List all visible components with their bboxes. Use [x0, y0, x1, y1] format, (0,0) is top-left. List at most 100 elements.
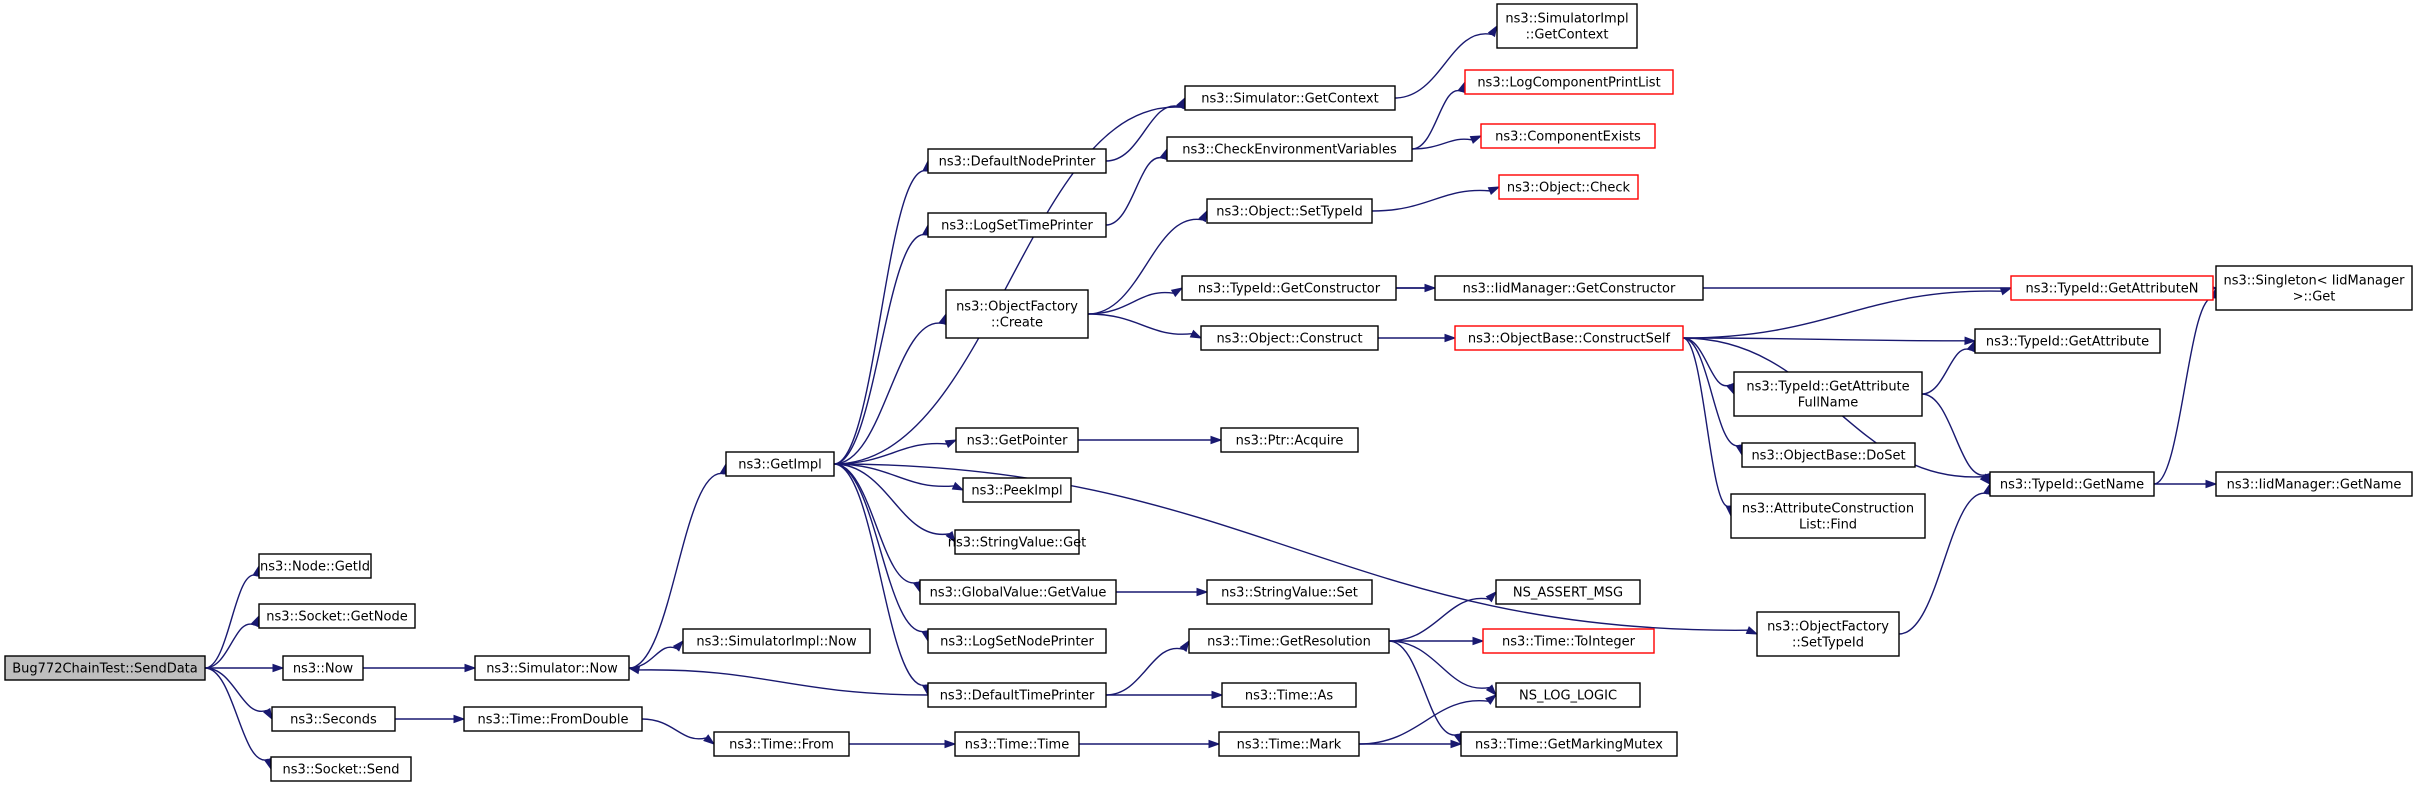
node-label: ns3::DefaultNodePrinter: [939, 155, 1096, 170]
arrow-head-icon: [1450, 739, 1463, 749]
edge-root-to-seconds: [204, 667, 273, 721]
node-label: ns3::SimulatorImpl: [1505, 12, 1628, 27]
edge-line: [833, 170, 927, 465]
node-simGetContext[interactable]: ns3::Simulator::GetContext: [1184, 85, 1396, 111]
node-objFactoryCreate[interactable]: ns3::ObjectFactory::Create: [945, 289, 1089, 339]
node-box: [682, 628, 871, 654]
node-objBaseConstructSelf[interactable]: ns3::ObjectBase::ConstructSelf: [1454, 325, 1684, 351]
edge-line: [1411, 89, 1462, 150]
node-box: [270, 756, 412, 782]
node-getImpl[interactable]: ns3::GetImpl: [725, 451, 835, 477]
arrow-head-icon: [1485, 684, 1498, 697]
node-box: [1206, 198, 1373, 224]
node-defaultNodePrinter[interactable]: ns3::DefaultNodePrinter: [927, 148, 1107, 174]
node-socketGetNode[interactable]: ns3::Socket::GetNode: [258, 603, 416, 629]
node-root[interactable]: Bug772ChainTest::SendData: [4, 655, 206, 681]
node-label: ns3::Object::SetTypeId: [1216, 205, 1362, 220]
node-objFactorySetTypeId[interactable]: ns3::ObjectFactory::SetTypeId: [1756, 611, 1900, 657]
node-label: ns3::Time::ToInteger: [1502, 635, 1636, 650]
node-objSetTypeId[interactable]: ns3::Object::SetTypeId: [1206, 198, 1373, 224]
node-label: ns3::Seconds: [290, 713, 377, 728]
edge-line: [638, 669, 929, 696]
node-simNow[interactable]: ns3::Simulator::Now: [474, 655, 630, 681]
node-globalValueGetValue[interactable]: ns3::GlobalValue::GetValue: [919, 579, 1117, 605]
node-iidMgrGetName[interactable]: ns3::IidManager::GetName: [2215, 471, 2413, 497]
node-label: ns3::TypeId::GetName: [2000, 478, 2144, 493]
node-componentExists[interactable]: ns3::ComponentExists: [1480, 123, 1656, 149]
node-timeGetMarkingMutex[interactable]: ns3::Time::GetMarkingMutex: [1460, 731, 1678, 757]
edge-globalValueGetValue-to-stringValueSet: [1116, 587, 1209, 597]
node-nodeGetId[interactable]: ns3::Node::GetId: [258, 553, 372, 579]
node-nsAssertMsg[interactable]: NS_ASSERT_MSG: [1495, 579, 1641, 605]
node-timeMark[interactable]: ns3::Time::Mark: [1218, 731, 1360, 757]
edge-typeIdGetName-to-iidMgrGetName: [2153, 479, 2218, 489]
edge-line: [628, 646, 677, 669]
node-socketSend[interactable]: ns3::Socket::Send: [270, 756, 412, 782]
node-stringValueSet[interactable]: ns3::StringValue::Set: [1206, 579, 1373, 605]
edge-line: [1682, 337, 1741, 447]
node-peekImpl[interactable]: ns3::PeekImpl: [962, 477, 1072, 503]
node-seconds[interactable]: ns3::Seconds: [271, 706, 396, 732]
edge-line: [1087, 291, 1174, 315]
node-label: ns3::Node::GetId: [260, 560, 370, 575]
node-logSetTimePrinter[interactable]: ns3::LogSetTimePrinter: [927, 212, 1107, 238]
node-box: [4, 655, 206, 681]
node-defaultTimePrinter[interactable]: ns3::DefaultTimePrinter: [927, 682, 1107, 708]
node-label: ns3::ObjectFactory: [956, 300, 1078, 315]
node-typeIdGetName[interactable]: ns3::TypeId::GetName: [1989, 471, 2155, 497]
node-label: ::GetContext: [1526, 28, 1609, 43]
node-checkEnvVars[interactable]: ns3::CheckEnvironmentVariables: [1166, 136, 1413, 162]
node-simImplNow[interactable]: ns3::SimulatorImpl::Now: [682, 628, 871, 654]
node-typeIdGetConstructor[interactable]: ns3::TypeId::GetConstructor: [1181, 275, 1397, 301]
edge-line: [1371, 189, 1490, 212]
edge-line: [833, 322, 943, 465]
edge-timeFrom-to-timeTime: [849, 739, 957, 749]
node-box: [725, 451, 835, 477]
node-singletonGet[interactable]: ns3::Singleton< IidManager >::Get: [2215, 265, 2413, 311]
edge-line: [1682, 337, 1731, 507]
node-label: ns3::LogComponentPrintList: [1477, 76, 1660, 91]
edge-line: [1087, 313, 1193, 335]
node-timeTime[interactable]: ns3::Time::Time: [954, 731, 1080, 757]
node-logSetNodePrinter[interactable]: ns3::LogSetNodePrinter: [927, 628, 1107, 654]
node-label: ns3::Simulator::Now: [486, 662, 618, 677]
node-label: ns3::Singleton< IidManager: [2223, 274, 2405, 289]
node-getPointer[interactable]: ns3::GetPointer: [955, 427, 1079, 453]
edge-getImpl-to-getPointer: [833, 439, 958, 465]
edge-timeGetResolution-to-nsAssertMsg: [1388, 590, 1498, 642]
node-fromDouble[interactable]: ns3::Time::FromDouble: [463, 706, 643, 732]
node-objConstruct[interactable]: ns3::Object::Construct: [1200, 325, 1379, 351]
node-ptrAcquire[interactable]: ns3::Ptr::Acquire: [1220, 427, 1359, 453]
node-timeFrom[interactable]: ns3::Time::From: [713, 731, 850, 757]
edge-timeTime-to-timeMark: [1079, 739, 1221, 749]
node-iidMgrGetConstructor[interactable]: ns3::IidManager::GetConstructor: [1434, 275, 1704, 301]
node-timeGetResolution[interactable]: ns3::Time::GetResolution: [1188, 628, 1390, 654]
node-timeAs[interactable]: ns3::Time::As: [1221, 682, 1357, 708]
node-label: ns3::TypeId::GetConstructor: [1198, 282, 1381, 297]
edge-line: [833, 463, 926, 633]
edge-simNow-to-simImplNow: [628, 639, 685, 669]
node-objectCheck[interactable]: ns3::Object::Check: [1498, 174, 1639, 200]
node-nsLogLogic[interactable]: NS_LOG_LOGIC: [1495, 682, 1641, 708]
node-box: [1184, 85, 1396, 111]
edge-objConstruct-to-objBaseConstructSelf: [1377, 333, 1457, 343]
arrow-head-icon: [1198, 209, 1208, 223]
edge-line: [204, 623, 256, 669]
node-box: [271, 706, 396, 732]
node-now[interactable]: ns3::Now: [282, 655, 364, 681]
node-label: ::Create: [991, 316, 1043, 331]
arrow-head-icon: [2205, 479, 2218, 489]
node-typeIdGetAttributeN[interactable]: ns3::TypeId::GetAttributeN: [2010, 275, 2214, 301]
node-label: NS_LOG_LOGIC: [1519, 689, 1617, 704]
node-timeToInteger[interactable]: ns3::Time::ToInteger: [1482, 628, 1655, 654]
node-label: ns3::GetImpl: [738, 458, 822, 473]
node-logComponentPrintList[interactable]: ns3::LogComponentPrintList: [1464, 69, 1674, 95]
edge-line: [2153, 297, 2215, 485]
edge-timeGetResolution-to-nsLogLogic: [1388, 640, 1498, 697]
node-stringValueGet[interactable]: ns3::StringValue::Get: [948, 529, 1086, 555]
node-objBaseDoSet[interactable]: ns3::ObjectBase::DoSet: [1741, 442, 1916, 468]
node-typeIdGetAttribute[interactable]: ns3::TypeId::GetAttribute: [1974, 328, 2161, 354]
node-simImplGetContext[interactable]: ns3::SimulatorImpl::GetContext: [1496, 3, 1638, 49]
